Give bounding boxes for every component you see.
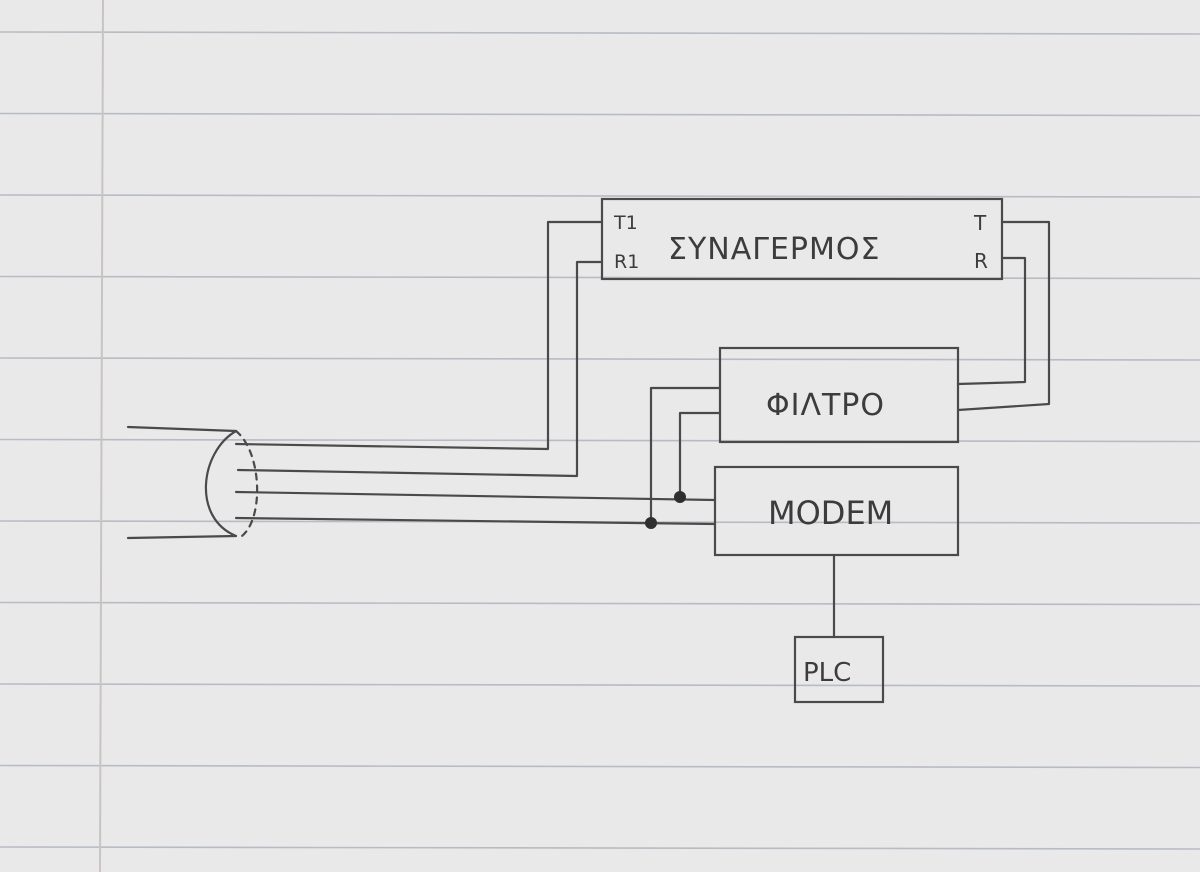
- pin-t1-label: T1: [613, 212, 638, 234]
- wire-filter-r: [956, 256, 1027, 386]
- alarm-box: [600, 197, 1004, 281]
- alarm-label: ΣΥΝΑΓΕΡΜΟΣ: [668, 232, 880, 267]
- junction-dot: [645, 517, 657, 529]
- pin-t-label: T: [973, 211, 987, 235]
- ruled-line: [0, 357, 1200, 361]
- ruled-line: [0, 438, 1200, 443]
- ruled-line: [0, 764, 1200, 769]
- ruled-line: [0, 275, 1200, 280]
- modem-label: MODEM: [768, 494, 893, 532]
- telephone-cable: [126, 425, 259, 540]
- filter-box: [718, 346, 960, 444]
- wire-line-b: [234, 516, 717, 526]
- wire-filter-t: [956, 220, 1051, 412]
- ruled-lines: [0, 31, 1200, 850]
- ruled-line: [0, 194, 1200, 198]
- ruled-line: [0, 601, 1200, 606]
- wire-line-a: [234, 490, 717, 502]
- plc-label: PLC: [803, 658, 851, 688]
- wire-filter-a: [649, 386, 722, 525]
- ruled-line: [0, 112, 1200, 117]
- ruled-line: [0, 683, 1200, 687]
- modem-box: [713, 465, 960, 557]
- ruled-line: [0, 31, 1200, 35]
- pin-r1-label: R1: [614, 251, 639, 273]
- wire-r1: [236, 260, 604, 478]
- pin-r-label: R: [974, 249, 988, 273]
- junction-dot: [674, 491, 686, 503]
- wire-t1: [234, 220, 604, 451]
- filter-label: ΦΙΛΤΡΟ: [766, 388, 885, 423]
- margin-line: [99, 0, 104, 872]
- plc-box: [793, 635, 885, 704]
- ruled-line: [0, 846, 1200, 850]
- wire-filter-b: [678, 411, 722, 499]
